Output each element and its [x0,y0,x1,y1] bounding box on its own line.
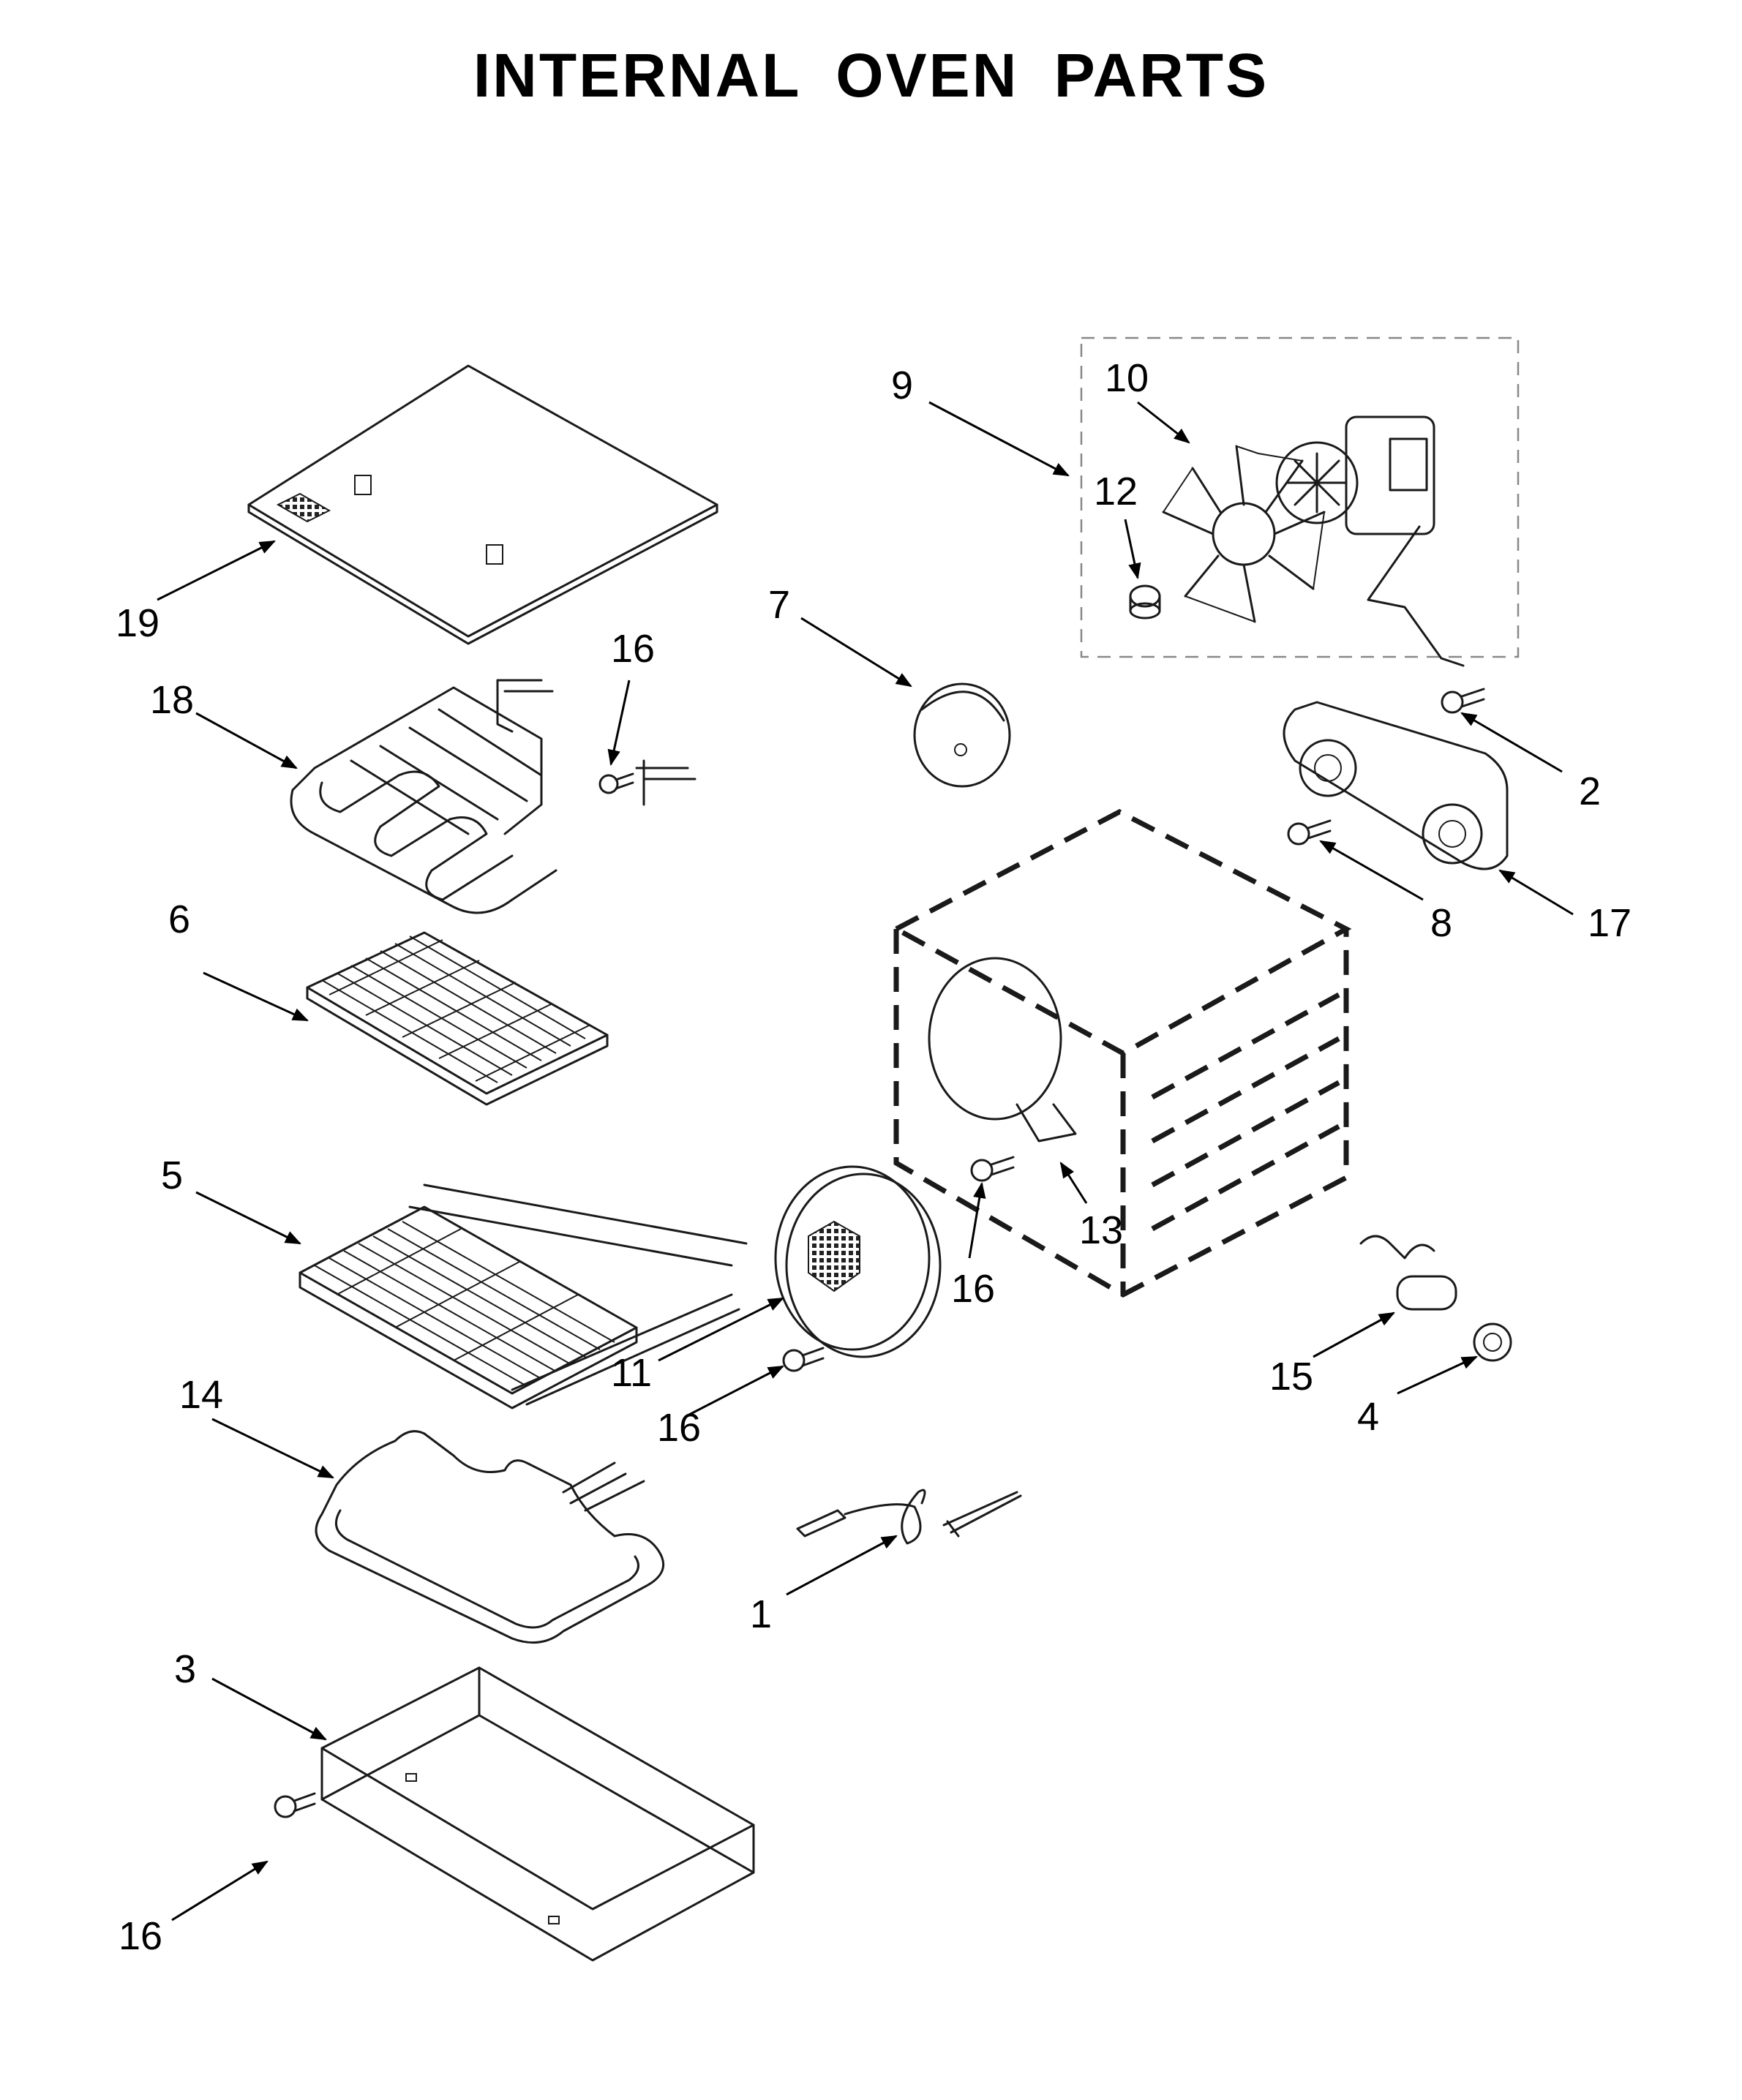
part-16-screw-c [782,1347,825,1372]
callout-16-d: 16 [119,1914,162,1958]
callout-17: 17 [1588,901,1632,945]
part-5-sliding-rack [299,1183,748,1410]
callout-6: 6 [168,897,190,941]
diagram-title: INTERNAL OVEN PARTS [473,41,1269,110]
callout-7: 7 [768,583,790,627]
callout-4: 4 [1357,1395,1379,1439]
callout-15: 15 [1269,1355,1313,1399]
part-1-meat-probe [796,1489,1022,1545]
part-10-fan-blade [1162,445,1326,623]
callout-5: 5 [161,1154,183,1197]
callout-9: 9 [891,364,913,407]
part-4-light-lens [1473,1322,1512,1362]
part-17-rear-cover [1283,701,1509,870]
part-13-fan-baffle [928,957,1077,1143]
callout-10: 10 [1105,356,1149,400]
part-6-oven-rack [306,931,609,1106]
callout-11: 11 [611,1351,652,1395]
part-7-fan-cover-plate [913,682,1011,788]
part-8-screw [1287,819,1332,846]
callout-19: 19 [116,601,159,645]
part-15-light-socket [1359,1235,1457,1311]
callout-12: 12 [1094,470,1138,513]
part-16-screw-d [274,1792,316,1818]
callout-2: 2 [1579,769,1601,813]
callout-16-b: 16 [951,1267,995,1311]
part-16-screw-b [970,1156,1015,1182]
part-12-fan-nut [1129,584,1161,620]
callout-13: 13 [1079,1208,1123,1252]
leader-arrows [157,401,1574,1922]
callout-3: 3 [174,1647,196,1691]
convection-fan-motor [1275,415,1465,667]
callout-16-c: 16 [657,1406,701,1450]
part-16-screw-a [598,772,634,794]
callout-8: 8 [1430,901,1452,945]
part-11-fan-cover [774,1165,942,1358]
oven-cavity-reference [890,809,1352,1298]
callout-18: 18 [150,678,194,722]
callout-14: 14 [179,1373,223,1417]
callout-1: 1 [750,1592,772,1636]
part-18-broil-element [290,679,697,914]
part-19-top-panel [247,364,718,645]
part-3-bottom-pan [320,1666,755,1962]
part-2-screw [1441,688,1485,714]
callout-16-a: 16 [611,627,655,671]
part-14-bake-element [315,1430,665,1644]
part-9-assembly-boundary [1080,336,1520,658]
